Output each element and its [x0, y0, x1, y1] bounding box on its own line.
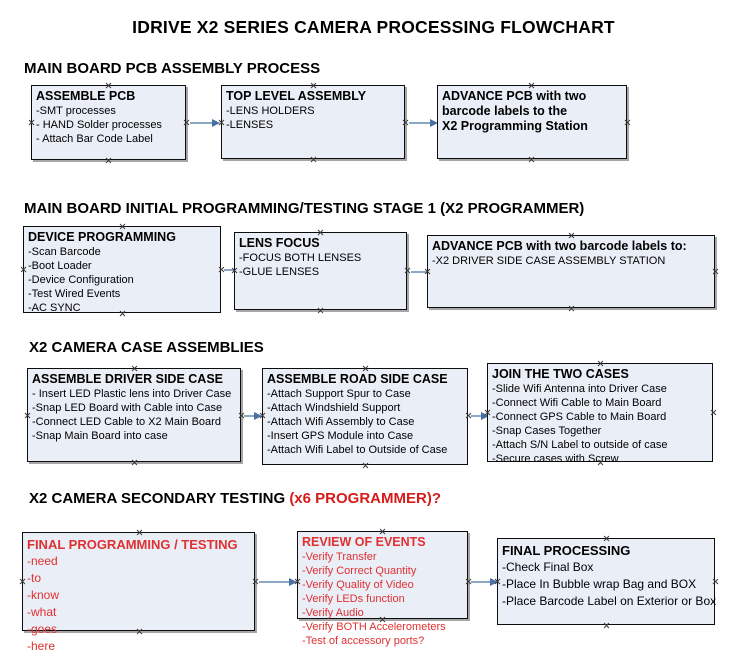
section-header-case-assemblies: X2 CAMERA CASE ASSEMBLIES [29, 339, 264, 356]
arrow-head-icon [430, 119, 438, 127]
node-line: -Connect Wifi Cable to Main Board [492, 397, 662, 409]
connector-review-to-final-processing[interactable] [471, 578, 498, 586]
node-line: -Verify Quality of Video [302, 579, 414, 591]
node-line: -Verify LEDs function [302, 593, 405, 605]
node-line: -X2 DRIVER SIDE CASE ASSEMBLY STATION [432, 255, 666, 267]
section-header-secondary-testing: X2 CAMERA SECONDARY TESTING (x6 PROGRAMM… [29, 490, 441, 507]
node-line: -need [27, 554, 58, 568]
node-line: -Attach S/N Label to outside of case [492, 439, 668, 451]
node-line: -here [27, 639, 56, 653]
node-final-programming-testing[interactable]: FINAL PROGRAMMING / TESTING -need -to -k… [22, 532, 255, 653]
node-header: FINAL PROCESSING [502, 543, 631, 558]
node-line: -Secure cases with Screw [492, 453, 619, 465]
node-line: X2 Programming Station [442, 119, 588, 133]
node-line: -Snap Cases Together [492, 425, 602, 437]
node-header: ASSEMBLE DRIVER SIDE CASE [32, 372, 224, 386]
node-device-programming[interactable]: DEVICE PROGRAMMING -Scan Barcode -Boot L… [23, 226, 221, 314]
connector-lens-focus-to-advance-pcb[interactable] [411, 268, 435, 276]
node-line: -Attach Windshield Support [267, 402, 401, 414]
node-header: ASSEMBLE ROAD SIDE CASE [267, 372, 448, 386]
node-line: -Attach Wifi Label to Outside of Case [267, 444, 448, 456]
node-line: -LENSES [226, 119, 274, 131]
node-final-processing[interactable]: FINAL PROCESSING -Check Final Box -Place… [497, 538, 717, 625]
section-label: MAIN BOARD INITIAL PROGRAMMING/TESTING S… [24, 200, 585, 217]
node-line: - Attach Bar Code Label [36, 133, 153, 145]
node-line: -Test Wired Events [28, 288, 121, 300]
node-line: -Snap LED Board with Cable into Case [32, 402, 223, 414]
node-header: LENS FOCUS [239, 236, 320, 250]
node-line: -Connect GPS Cable to Main Board [492, 411, 667, 423]
node-line: -Boot Loader [28, 260, 92, 272]
section-label: X2 CAMERA SECONDARY TESTING [29, 490, 290, 507]
node-line: -FOCUS BOTH LENSES [239, 252, 362, 264]
node-header: ADVANCE PCB with two barcode labels to: [432, 239, 687, 253]
arrow-head-icon [481, 412, 489, 420]
node-header: ADVANCE PCB with two [442, 89, 587, 103]
arrow-head-icon [490, 578, 498, 586]
node-line: -Insert GPS Module into Case [267, 430, 414, 442]
node-header: JOIN THE TWO CASES [492, 367, 629, 381]
node-line: barcode labels to the [442, 104, 568, 118]
section-label: MAIN BOARD PCB ASSEMBLY PROCESS [24, 60, 321, 77]
node-advance-pcb-driver-side-station[interactable]: ADVANCE PCB with two barcode labels to: … [427, 235, 715, 308]
node-line-overflow: -Test of accessory ports? [302, 635, 425, 647]
page-title: IDRIVE X2 SERIES CAMERA PROCESSING FLOWC… [132, 17, 615, 37]
node-header: TOP LEVEL ASSEMBLY [226, 89, 367, 103]
node-line: -Slide Wifi Antenna into Driver Case [492, 383, 667, 395]
node-line: -LENS HOLDERS [226, 105, 315, 117]
node-header: FINAL PROGRAMMING / TESTING [27, 537, 238, 552]
node-header: ASSEMBLE PCB [36, 89, 136, 103]
node-line: -Attach Wifi Assembly to Case [267, 416, 415, 428]
section-header-main-board-pcb: MAIN BOARD PCB ASSEMBLY PROCESS [24, 60, 320, 77]
section-label: X2 CAMERA CASE ASSEMBLIES [29, 339, 264, 356]
node-line: - HAND Solder processes [36, 119, 162, 131]
node-join-the-two-cases[interactable]: JOIN THE TWO CASES -Slide Wifi Antenna i… [487, 363, 713, 465]
node-top-level-assembly[interactable]: TOP LEVEL ASSEMBLY -LENS HOLDERS -LENSES [221, 85, 405, 159]
node-line: -AC SYNC [28, 302, 81, 314]
node-line: -Verify BOTH Accelerometers [302, 621, 446, 633]
node-line: -Scan Barcode [28, 246, 101, 258]
node-advance-pcb-programming-station[interactable]: ADVANCE PCB with two barcode labels to t… [437, 85, 627, 159]
node-review-of-events[interactable]: REVIEW OF EVENTS -Verify Transfer -Verif… [297, 531, 468, 647]
node-assemble-driver-side-case[interactable]: ASSEMBLE DRIVER SIDE CASE - Insert LED P… [27, 368, 241, 462]
node-assemble-road-side-case[interactable]: ASSEMBLE ROAD SIDE CASE -Attach Support … [262, 368, 468, 465]
node-line: -what [27, 605, 57, 619]
connector-top-level-to-advance-pcb[interactable] [409, 119, 438, 127]
node-line: -Device Configuration [28, 274, 134, 286]
node-line: -Connect LED Cable to X2 Main Board [32, 416, 221, 428]
arrow-head-icon [212, 119, 220, 127]
node-line: -Attach Support Spur to Case [267, 388, 411, 400]
node-lens-focus[interactable]: LENS FOCUS -FOCUS BOTH LENSES -GLUE LENS… [234, 232, 407, 310]
node-line: -know [27, 588, 60, 602]
node-line: -Verify Transfer [302, 551, 377, 563]
node-line: - Insert LED Plastic lens into Driver Ca… [32, 388, 232, 400]
node-header: REVIEW OF EVENTS [302, 535, 426, 549]
arrow-head-icon [289, 578, 297, 586]
section-label-accent: (x6 PROGRAMMER)? [289, 490, 441, 507]
node-line: -Verify Audio [302, 607, 364, 619]
connector-final-programming-to-review[interactable] [259, 578, 297, 586]
arrow-head-icon [254, 412, 262, 420]
node-line: -Check Final Box [502, 560, 594, 574]
node-line: -SMT processes [36, 105, 116, 117]
node-assemble-pcb[interactable]: ASSEMBLE PCB -SMT processes - HAND Solde… [31, 85, 186, 160]
node-line: -Snap Main Board into case [32, 430, 168, 442]
connector-road-case-to-join-cases[interactable] [471, 412, 489, 420]
node-header: DEVICE PROGRAMMING [28, 230, 176, 244]
node-line: -to [27, 571, 42, 585]
node-line: -Place In Bubble wrap Bag and BOX [502, 577, 697, 591]
node-line: -Verify Correct Quantity [302, 565, 417, 577]
connector-assemble-pcb-to-top-level[interactable] [190, 119, 220, 127]
node-line: -GLUE LENSES [239, 266, 320, 278]
node-line: -Place Barcode Label on Exterior or Box [502, 594, 717, 608]
node-line: -goes [27, 622, 58, 636]
section-header-initial-programming: MAIN BOARD INITIAL PROGRAMMING/TESTING S… [24, 200, 584, 217]
connector-driver-case-to-road-case[interactable] [244, 412, 262, 420]
